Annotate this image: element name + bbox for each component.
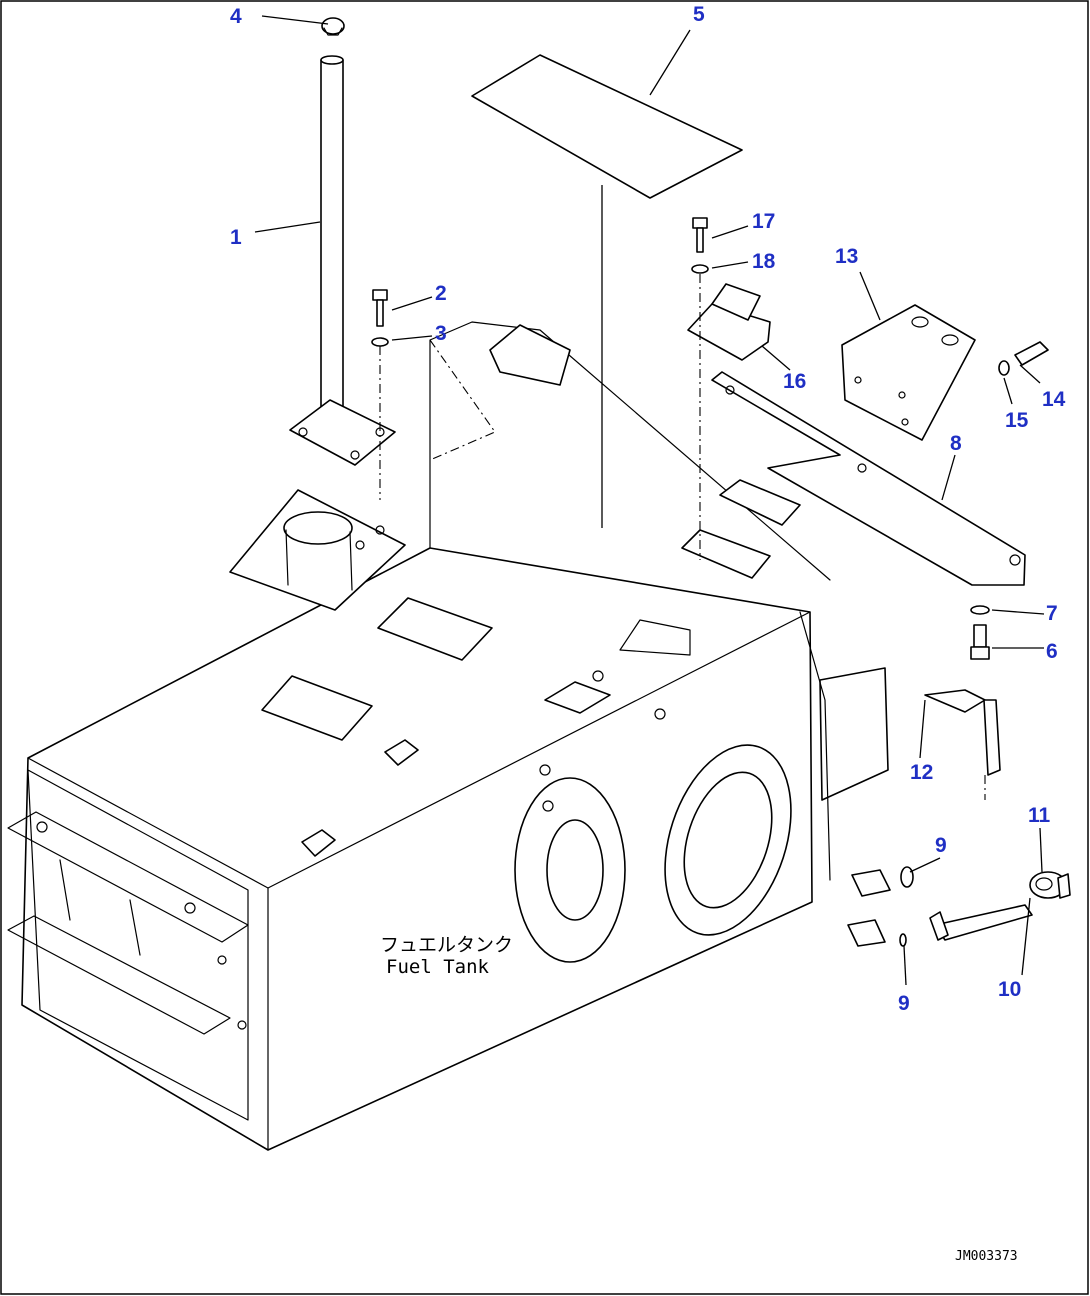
oring-9 — [899, 866, 914, 947]
plate-8 — [711, 371, 1026, 586]
bolt-2 — [371, 289, 389, 500]
leader-lines — [254, 15, 1045, 986]
callout-9b: 9 — [898, 992, 910, 1015]
fuel-tank — [7, 321, 891, 1151]
fitting-12 — [924, 689, 1001, 800]
filler-cap — [321, 17, 345, 36]
callout-5: 5 — [693, 3, 705, 26]
callout-18: 18 — [752, 250, 776, 273]
bolt-6 — [970, 605, 990, 660]
callout-12: 12 — [910, 761, 933, 784]
callout-17: 17 — [752, 210, 775, 233]
callout-2: 2 — [435, 282, 447, 305]
callout-9a: 9 — [935, 834, 947, 857]
label-plate — [471, 54, 743, 528]
callout-13: 13 — [835, 245, 858, 268]
tank-label-jp: フュエルタンク — [380, 934, 513, 956]
valve-11 — [1029, 871, 1071, 899]
callout-7: 7 — [1046, 602, 1058, 625]
figure-code: JM003373 — [955, 1249, 1018, 1264]
callout-6: 6 — [1046, 640, 1058, 663]
callout-11: 11 — [1028, 804, 1051, 827]
callout-8: 8 — [950, 432, 962, 455]
mount-16 — [687, 217, 771, 560]
callout-16: 16 — [783, 370, 806, 393]
hose-10 — [929, 904, 1033, 941]
bolt-14 — [998, 341, 1049, 376]
callout-14: 14 — [1042, 388, 1066, 411]
callout-3: 3 — [435, 322, 447, 345]
callout-10: 10 — [998, 978, 1021, 1001]
callouts: 4 1 2 3 5 17 18 16 13 14 15 8 7 6 12 9 9… — [230, 3, 1066, 1015]
filler-pipe — [289, 55, 396, 466]
callout-1: 1 — [230, 226, 242, 249]
bracket-13 — [841, 304, 976, 441]
callout-15: 15 — [1005, 409, 1029, 432]
callout-4: 4 — [230, 5, 242, 28]
tank-label-en: Fuel Tank — [386, 956, 490, 978]
